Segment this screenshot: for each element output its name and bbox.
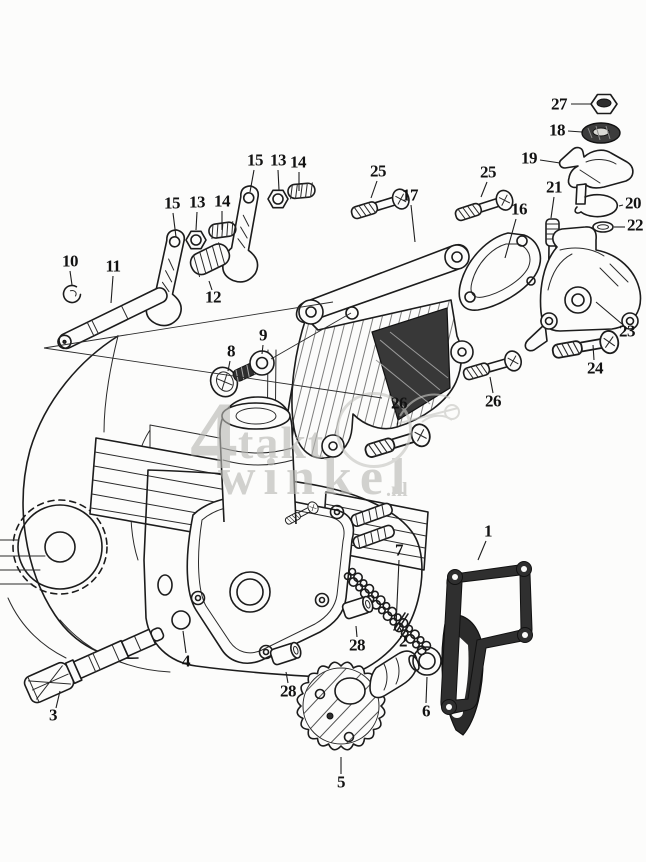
- washer-9-drawing: [249, 350, 275, 376]
- part-callout-5: 5: [337, 772, 346, 792]
- part-callout-12: 12: [205, 287, 222, 307]
- ring-20-drawing: [574, 193, 619, 218]
- assembly-axis-line-2: [270, 312, 352, 360]
- part-callout-28: 28: [280, 681, 297, 701]
- washer-18-drawing: [581, 122, 621, 144]
- part-callout-26: 26: [485, 391, 502, 411]
- lever-plate-19-drawing: [558, 146, 634, 205]
- part-callout-15: 15: [164, 193, 181, 213]
- gasket-16-drawing: [458, 232, 542, 311]
- leader-line-10: [69, 270, 73, 286]
- part-callout-25: 25: [480, 162, 497, 182]
- part-callout-4: 4: [182, 651, 191, 671]
- gasket-1-drawing: [440, 561, 533, 715]
- pin-2-drawing: [393, 612, 409, 632]
- part-callout-13: 13: [189, 192, 206, 212]
- leader-line-28: [355, 625, 358, 638]
- leader-line-21: [550, 196, 555, 219]
- part-callout-21: 21: [546, 177, 563, 197]
- part-callout-24: 24: [587, 358, 604, 378]
- leader-line-3: [55, 690, 61, 709]
- spring-12-drawing: [189, 242, 231, 278]
- clip-10-drawing: [62, 284, 82, 304]
- part-callout-17: 17: [402, 185, 419, 205]
- part-callout-15: 15: [247, 150, 264, 170]
- part-callout-7: 7: [395, 540, 404, 560]
- part-callout-28: 28: [349, 635, 366, 655]
- leader-line-2: [399, 627, 403, 634]
- leader-line-13: [195, 211, 198, 231]
- leader-line-20: [618, 204, 624, 207]
- part-callout-1: 1: [484, 521, 493, 541]
- pump-cover-23-drawing: [539, 226, 642, 332]
- pump-shaft-3-drawing: [23, 627, 165, 704]
- assembly-axis-line-0: [43, 301, 334, 349]
- leader-line-16: [504, 218, 517, 259]
- part-callout-14: 14: [214, 191, 231, 211]
- leader-line-28: [285, 671, 289, 684]
- part-callout-11: 11: [105, 256, 121, 276]
- leader-line-1: [477, 540, 487, 561]
- leader-line-15: [172, 212, 177, 238]
- leader-line-17: [410, 204, 416, 243]
- leader-line-25: [480, 181, 488, 198]
- crankcase-cover-face-drawing: [143, 396, 423, 679]
- leader-line-18: [567, 130, 583, 133]
- leader-line-25: [370, 180, 378, 199]
- leader-line-26: [489, 376, 494, 394]
- part-callout-16: 16: [511, 199, 528, 219]
- part-callout-10: 10: [62, 251, 79, 271]
- part-callout-8: 8: [227, 341, 236, 361]
- part-callout-22: 22: [627, 215, 644, 235]
- cam-sprocket-5-drawing: [296, 650, 420, 751]
- o-ring-22-drawing: [592, 221, 614, 233]
- part-callout-27: 27: [551, 94, 568, 114]
- o-ring-6-drawing: [412, 646, 442, 676]
- leader-line-4: [182, 630, 187, 654]
- leader-line-9: [261, 344, 264, 355]
- leader-line-26: [396, 412, 400, 428]
- leader-line-23: [595, 301, 623, 325]
- part-callout-25: 25: [370, 161, 387, 181]
- part-callout-18: 18: [549, 120, 566, 140]
- part-callout-23: 23: [619, 321, 636, 341]
- part-callout-26: 26: [391, 393, 408, 413]
- part-callout-2: 2: [399, 631, 408, 651]
- part-callout-9: 9: [259, 325, 268, 345]
- leader-line-6: [425, 676, 428, 704]
- part-callout-6: 6: [422, 701, 431, 721]
- part-callout-20: 20: [625, 193, 642, 213]
- part-callout-19: 19: [521, 148, 538, 168]
- leader-line-7: [395, 559, 400, 627]
- o-ring-4-drawing: [171, 610, 191, 630]
- leader-line-12: [208, 280, 213, 291]
- part-callout-13: 13: [270, 150, 287, 170]
- leader-line-11: [110, 275, 114, 304]
- pin-11-drawing: [57, 287, 168, 350]
- part-callout-14: 14: [290, 152, 307, 172]
- leader-line-19: [539, 159, 561, 164]
- leader-line-24: [592, 344, 595, 361]
- leader-line-13: [277, 169, 280, 191]
- leader-line-15: [249, 169, 255, 193]
- assembly-axis-line-1: [43, 347, 383, 399]
- part-callout-3: 3: [49, 705, 58, 725]
- leader-line-8: [227, 360, 231, 372]
